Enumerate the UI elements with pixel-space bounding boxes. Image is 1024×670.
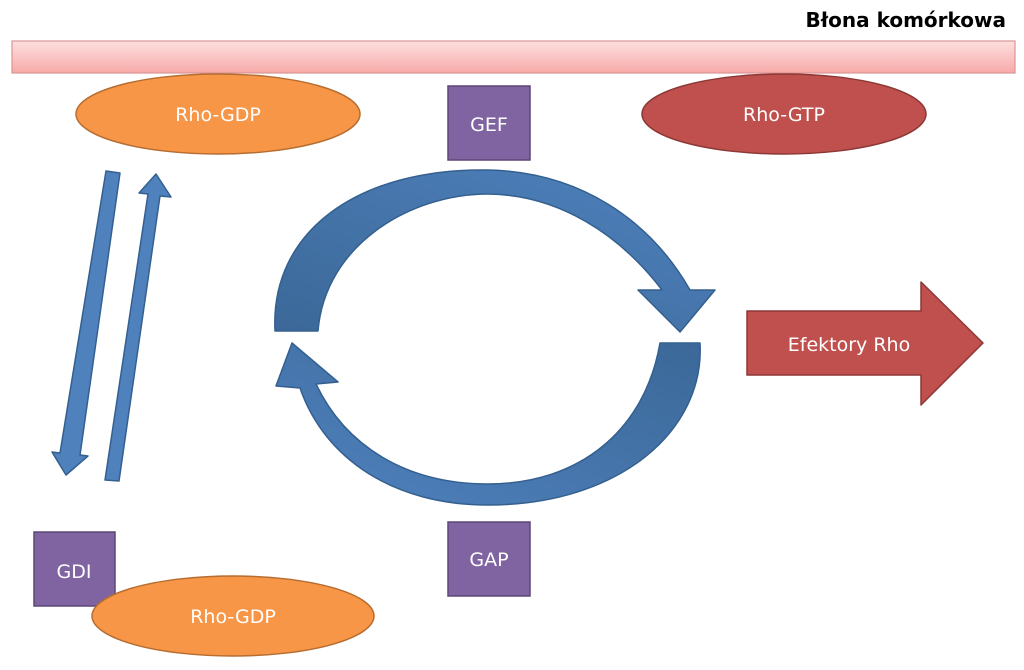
gef-node: GEF xyxy=(447,85,531,161)
rho-gdp-top-label: Rho-GDP xyxy=(175,104,261,126)
cycle-arrow-top xyxy=(274,169,716,333)
arrow-down-to-gdi xyxy=(51,170,121,476)
effectors-label: Efektory Rho xyxy=(788,334,910,356)
rho-gtp-label: Rho-GTP xyxy=(743,104,825,126)
effectors-arrow: Efektory Rho xyxy=(746,281,984,406)
gap-node: GAP xyxy=(447,521,531,597)
rho-gdp-bottom-node: Rho-GDP xyxy=(91,575,375,657)
gap-label: GAP xyxy=(469,549,508,571)
rho-gdp-top-node: Rho-GDP xyxy=(75,73,361,155)
cell-membrane xyxy=(11,40,1016,74)
cycle-arrow-bottom xyxy=(275,342,701,506)
membrane-label: Błona komórkowa xyxy=(805,8,1006,32)
gef-label: GEF xyxy=(470,114,508,136)
arrow-up-to-rho-gdp xyxy=(104,173,172,482)
gdi-node: GDI xyxy=(33,531,116,607)
rho-gtp-node: Rho-GTP xyxy=(641,73,927,155)
gdi-label: GDI xyxy=(57,561,92,583)
rho-gdp-bottom-label: Rho-GDP xyxy=(190,606,276,628)
